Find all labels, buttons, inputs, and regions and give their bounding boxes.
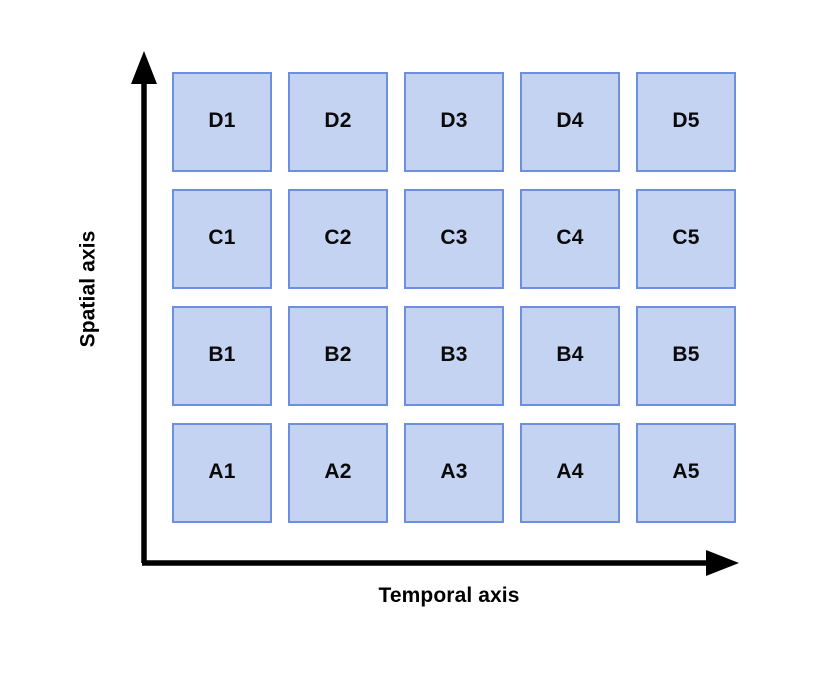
cell-label: D5 xyxy=(672,108,700,132)
cell-label: D4 xyxy=(556,108,584,132)
cell-label: A1 xyxy=(208,459,236,483)
cell-grid: D1 D2 D3 D4 D5 C1 C2 C3 C4 C5 xyxy=(172,72,736,523)
grid-cell-a3[interactable]: A3 xyxy=(404,423,504,523)
x-axis-label-text: Temporal axis xyxy=(378,584,520,607)
cell-label: D1 xyxy=(208,108,236,132)
grid-cell-c1[interactable]: C1 xyxy=(172,189,272,289)
grid-cell-d4[interactable]: D4 xyxy=(520,72,620,172)
cell-label: C3 xyxy=(440,225,468,249)
grid-cell-b1[interactable]: B1 xyxy=(172,306,272,406)
grid-cell-d3[interactable]: D3 xyxy=(404,72,504,172)
cell-label: D2 xyxy=(324,108,352,132)
x-axis-arrowhead xyxy=(706,550,739,576)
y-axis-label-text: Spatial axis xyxy=(75,230,99,348)
grid-cell-a4[interactable]: A4 xyxy=(520,423,620,523)
cell-label: D3 xyxy=(440,108,468,132)
cell-label: B1 xyxy=(208,342,236,366)
grid-cell-c2[interactable]: C2 xyxy=(288,189,388,289)
cell-label: A3 xyxy=(440,459,468,483)
grid-cell-c5[interactable]: C5 xyxy=(636,189,736,289)
cell-label: C5 xyxy=(672,225,700,249)
grid-cell-a1[interactable]: A1 xyxy=(172,423,272,523)
grid-cell-c4[interactable]: C4 xyxy=(520,189,620,289)
cell-label: C4 xyxy=(556,225,584,249)
cell-label: B3 xyxy=(440,342,468,366)
cell-label: B5 xyxy=(672,342,700,366)
grid-cell-d1[interactable]: D1 xyxy=(172,72,272,172)
cell-label: C2 xyxy=(324,225,352,249)
grid-cell-b2[interactable]: B2 xyxy=(288,306,388,406)
grid-cell-c3[interactable]: C3 xyxy=(404,189,504,289)
grid-cell-b3[interactable]: B3 xyxy=(404,306,504,406)
grid-cell-b4[interactable]: B4 xyxy=(520,306,620,406)
cell-label: C1 xyxy=(208,225,236,249)
cell-label: B2 xyxy=(324,342,352,366)
grid-cell-b5[interactable]: B5 xyxy=(636,306,736,406)
grid-cell-a5[interactable]: A5 xyxy=(636,423,736,523)
grid-cell-d5[interactable]: D5 xyxy=(636,72,736,172)
cell-label: A2 xyxy=(324,459,352,483)
cell-label: B4 xyxy=(556,342,584,366)
cell-label: A4 xyxy=(556,459,584,483)
x-axis-label: Temporal axis xyxy=(0,584,816,608)
grid-cell-d2[interactable]: D2 xyxy=(288,72,388,172)
cell-label: A5 xyxy=(672,459,700,483)
grid-cell-a2[interactable]: A2 xyxy=(288,423,388,523)
